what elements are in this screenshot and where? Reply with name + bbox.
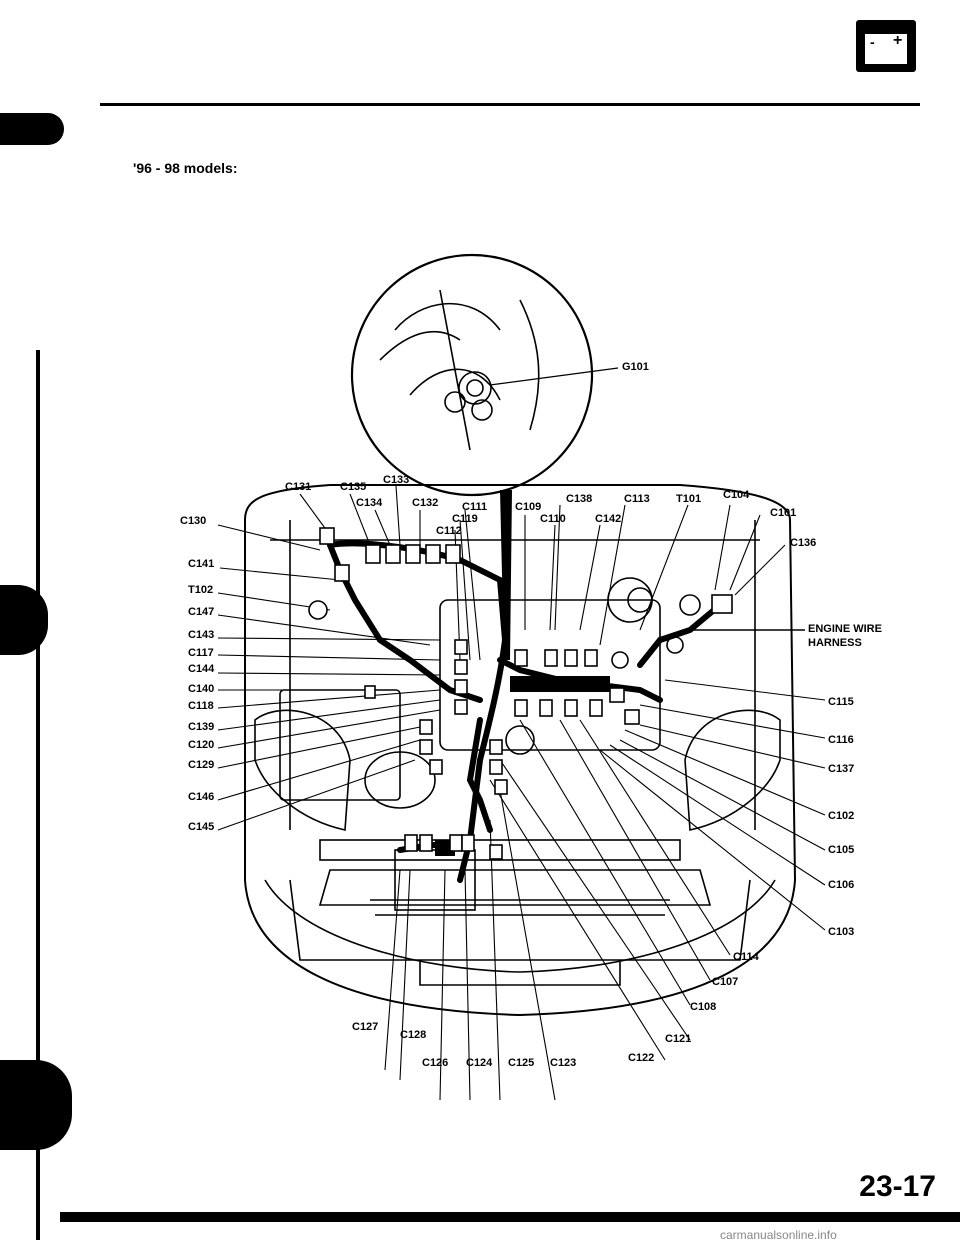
label-C106: C106	[828, 879, 855, 891]
label-T102: T102	[188, 584, 214, 596]
label-C113: C113	[624, 493, 650, 505]
detail-magnifier-circle	[350, 253, 594, 497]
watermark: carmanualsonline.info	[720, 1228, 837, 1242]
label-C146: C146	[188, 791, 215, 803]
label-C143: C143	[188, 629, 215, 641]
label-harness: HARNESS	[808, 637, 862, 649]
label-C105: C105	[828, 844, 855, 856]
label-C134: C134	[356, 497, 383, 509]
label-C133: C133	[383, 474, 410, 486]
binding-mark-top	[0, 113, 64, 145]
label-C109: C109	[515, 501, 542, 513]
label-C115: C115	[828, 696, 854, 708]
label-C120: C120	[188, 739, 215, 751]
label-C103: C103	[828, 926, 855, 938]
label-C129: C129	[188, 759, 215, 771]
label-C125: C125	[508, 1057, 535, 1069]
label-C147: C147	[188, 606, 215, 618]
label-C124: C124	[466, 1057, 493, 1069]
label-C141: C141	[188, 558, 215, 570]
label-C111: C111	[462, 501, 488, 513]
label-C118: C118	[188, 700, 214, 712]
label-C130: C130	[180, 515, 207, 527]
label-C123: C123	[550, 1057, 577, 1069]
label-engine-wire: ENGINE WIRE	[808, 623, 882, 635]
label-C117: C117	[188, 647, 214, 659]
label-G101: G101	[622, 361, 649, 373]
battery-icon: - +	[856, 20, 916, 72]
models-caption: '96 - 98 models:	[133, 160, 238, 176]
label-C136: C136	[790, 537, 817, 549]
label-C104: C104	[723, 489, 750, 501]
header-rule-top	[100, 103, 920, 106]
label-C138: C138	[566, 493, 593, 505]
label-T101: T101	[676, 493, 702, 505]
label-C108: C108	[690, 1001, 717, 1013]
label-C121: C121	[665, 1033, 692, 1045]
label-C122: C122	[628, 1052, 655, 1064]
label-C116: C116	[828, 734, 854, 746]
label-C110: C110	[540, 513, 566, 525]
label-C139: C139	[188, 721, 215, 733]
label-C112: C112	[436, 525, 462, 537]
battery-minus-sign: -	[870, 34, 875, 50]
binding-mark-middle	[0, 585, 48, 655]
label-C140: C140	[188, 683, 215, 695]
label-C131: C131	[285, 481, 312, 493]
label-C126: C126	[422, 1057, 449, 1069]
binding-vertical-line	[36, 350, 40, 1240]
label-C137: C137	[828, 763, 855, 775]
label-C114: C114	[733, 951, 759, 963]
label-C107: C107	[712, 976, 739, 988]
label-C144: C144	[188, 663, 215, 675]
label-C135: C135	[340, 481, 367, 493]
page-number: 23-17	[859, 1170, 936, 1203]
battery-plus-sign: +	[893, 32, 903, 49]
label-C127: C127	[352, 1021, 379, 1033]
car-body-outline	[244, 484, 797, 1017]
label-C102: C102	[828, 810, 855, 822]
label-C142: C142	[595, 513, 622, 525]
footer-rule	[60, 1212, 960, 1222]
label-C101: C101	[770, 507, 797, 519]
label-C132: C132	[412, 497, 439, 509]
label-C128: C128	[400, 1029, 427, 1041]
label-C119: C119	[452, 513, 478, 525]
label-C145: C145	[188, 821, 215, 833]
